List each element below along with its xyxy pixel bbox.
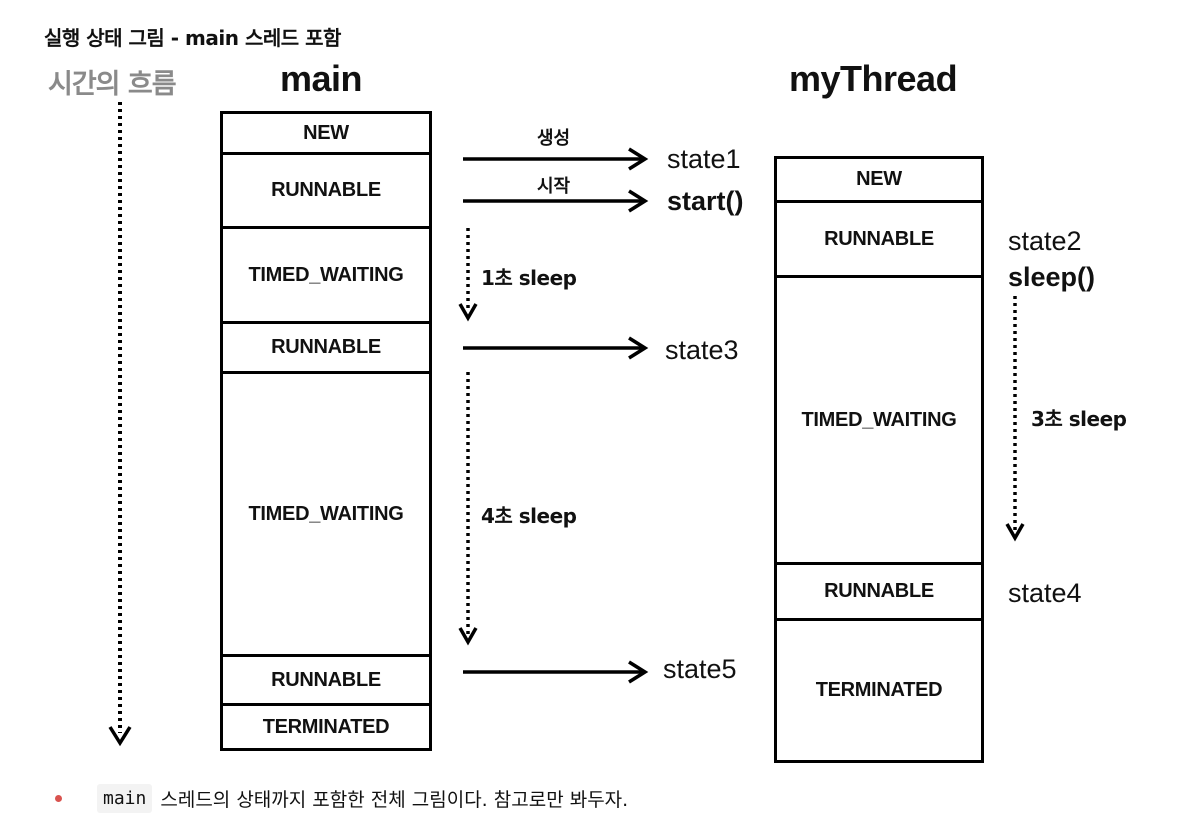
mythread-state-terminated: TERMINATED — [815, 679, 943, 701]
time-flow-arrow — [108, 102, 132, 747]
footer-text: 스레드의 상태까지 포함한 전체 그림이다. 참고로만 봐두자. — [160, 789, 629, 811]
footer-note: main 스레드의 상태까지 포함한 전체 그림이다. 참고로만 봐두자. — [55, 784, 628, 813]
mythread-state-runnable-2: RUNNABLE — [777, 565, 981, 621]
sleep-method-label: sleep() — [1008, 262, 1096, 292]
page-heading: 실행 상태 그림 - main 스레드 포함 — [44, 26, 341, 50]
main-sleep-4-label: 4초 sleep — [481, 504, 577, 528]
create-arrow — [463, 147, 649, 171]
main-sleep-4-arrow — [458, 372, 478, 646]
state5-label: state5 — [663, 654, 737, 684]
mythread-state-new: NEW — [777, 159, 981, 203]
bullet-icon — [55, 795, 62, 802]
mythread-state-timed-waiting: TIMED_WAITING — [777, 278, 981, 565]
mythread-state-column: NEW RUNNABLE TIMED_WAITING RUNNABLE TERM… — [774, 156, 984, 763]
main-state-column: NEW RUNNABLE TIMED_WAITING RUNNABLE TIME… — [220, 111, 432, 751]
main-state-timed-waiting-1: TIMED_WAITING — [223, 229, 429, 324]
start-method-label: start() — [667, 186, 744, 216]
state5-arrow — [463, 660, 649, 684]
time-flow-label: 시간의 흐름 — [48, 69, 177, 100]
main-state-runnable-3: RUNNABLE — [223, 657, 429, 706]
main-column-title: main — [280, 58, 363, 99]
main-state-timed-waiting-2: TIMED_WAITING — [223, 374, 429, 657]
inline-code: main — [97, 784, 153, 813]
mythread-state-runnable-1: RUNNABLE — [777, 203, 981, 278]
main-state-runnable-2: RUNNABLE — [223, 324, 429, 374]
state2-label: state2 — [1008, 226, 1082, 256]
state4-label: state4 — [1008, 578, 1082, 608]
mythread-sleep-label: 3초 sleep — [1031, 407, 1127, 431]
create-label: 생성 — [537, 128, 571, 149]
main-state-terminated: TERMINATED — [262, 715, 390, 738]
state3-arrow — [463, 336, 649, 360]
start-arrow — [463, 189, 649, 213]
main-sleep-1-label: 1초 sleep — [481, 266, 577, 290]
main-state-runnable-1: RUNNABLE — [223, 155, 429, 229]
start-label: 시작 — [537, 176, 571, 197]
mythread-column-title: myThread — [789, 58, 958, 99]
main-sleep-1-arrow — [458, 228, 478, 322]
state1-label: state1 — [667, 144, 741, 174]
mythread-sleep-arrow — [1005, 296, 1025, 542]
state3-label: state3 — [665, 335, 739, 365]
main-state-new: NEW — [223, 114, 429, 155]
